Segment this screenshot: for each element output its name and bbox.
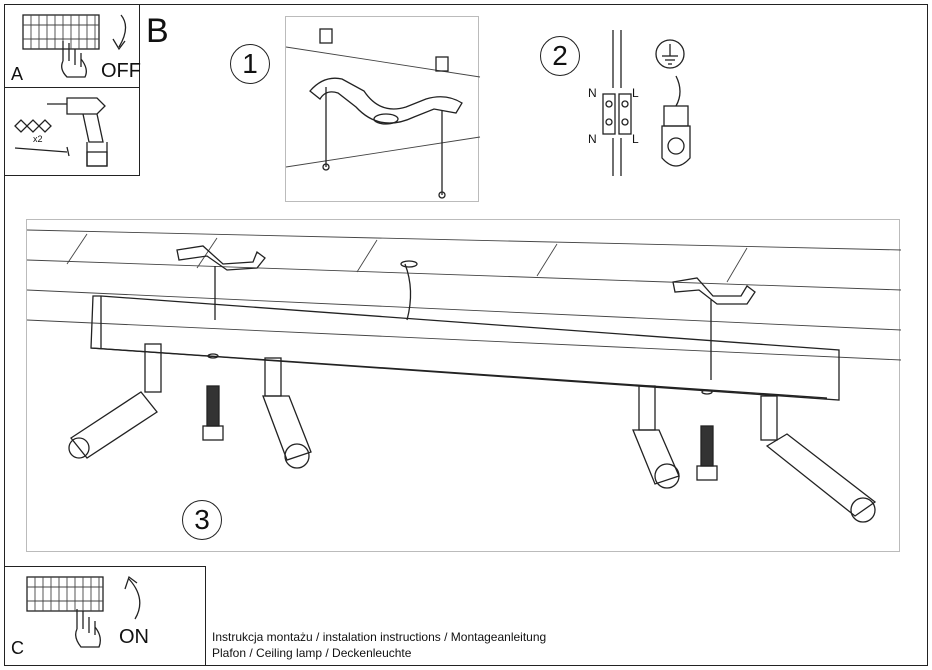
ground-symbol-icon bbox=[655, 39, 691, 167]
wire-l-top: L bbox=[632, 86, 639, 100]
wire-n-top: N bbox=[588, 86, 597, 100]
hand-icon bbox=[61, 41, 87, 78]
mounting-bracket-icon bbox=[285, 28, 481, 199]
wire-n-bottom: N bbox=[588, 132, 597, 146]
drill-icon bbox=[47, 97, 108, 167]
step-3-panel bbox=[26, 219, 902, 552]
wall-plug-icon bbox=[14, 119, 52, 133]
drill-count-label: x2 bbox=[33, 134, 43, 144]
tools-box: x2 bbox=[4, 87, 140, 176]
hand-icon-c bbox=[75, 609, 101, 648]
ceiling-lamp-icon bbox=[26, 229, 902, 523]
curved-arrow-up-icon bbox=[124, 575, 141, 620]
caption-line-1: Instrukcja montażu / instalation instruc… bbox=[212, 630, 547, 644]
screw-icon bbox=[14, 146, 70, 157]
caption-line-2: Plafon / Ceiling lamp / Deckenleuchte bbox=[212, 646, 412, 660]
breaker-panel-icon-c bbox=[26, 576, 104, 612]
step-c-box: C ON bbox=[4, 566, 206, 666]
step-3-number: 3 bbox=[182, 500, 222, 540]
on-label: ON bbox=[119, 626, 149, 648]
step-a-letter: A bbox=[11, 64, 24, 84]
step-1-number: 1 bbox=[230, 44, 270, 84]
wire-l-bottom: L bbox=[632, 132, 639, 146]
step-b-letter: B bbox=[146, 12, 169, 50]
page-frame bbox=[4, 4, 928, 666]
step-2-number: 2 bbox=[540, 36, 580, 76]
off-label: OFF bbox=[101, 60, 141, 82]
step-a-box: A OFF bbox=[4, 4, 141, 88]
step-1-panel bbox=[285, 16, 481, 202]
breaker-panel-icon bbox=[22, 14, 100, 50]
terminal-block-icon bbox=[602, 30, 632, 176]
curved-arrow-down-icon bbox=[112, 14, 127, 51]
step-c-letter: C bbox=[11, 638, 24, 658]
